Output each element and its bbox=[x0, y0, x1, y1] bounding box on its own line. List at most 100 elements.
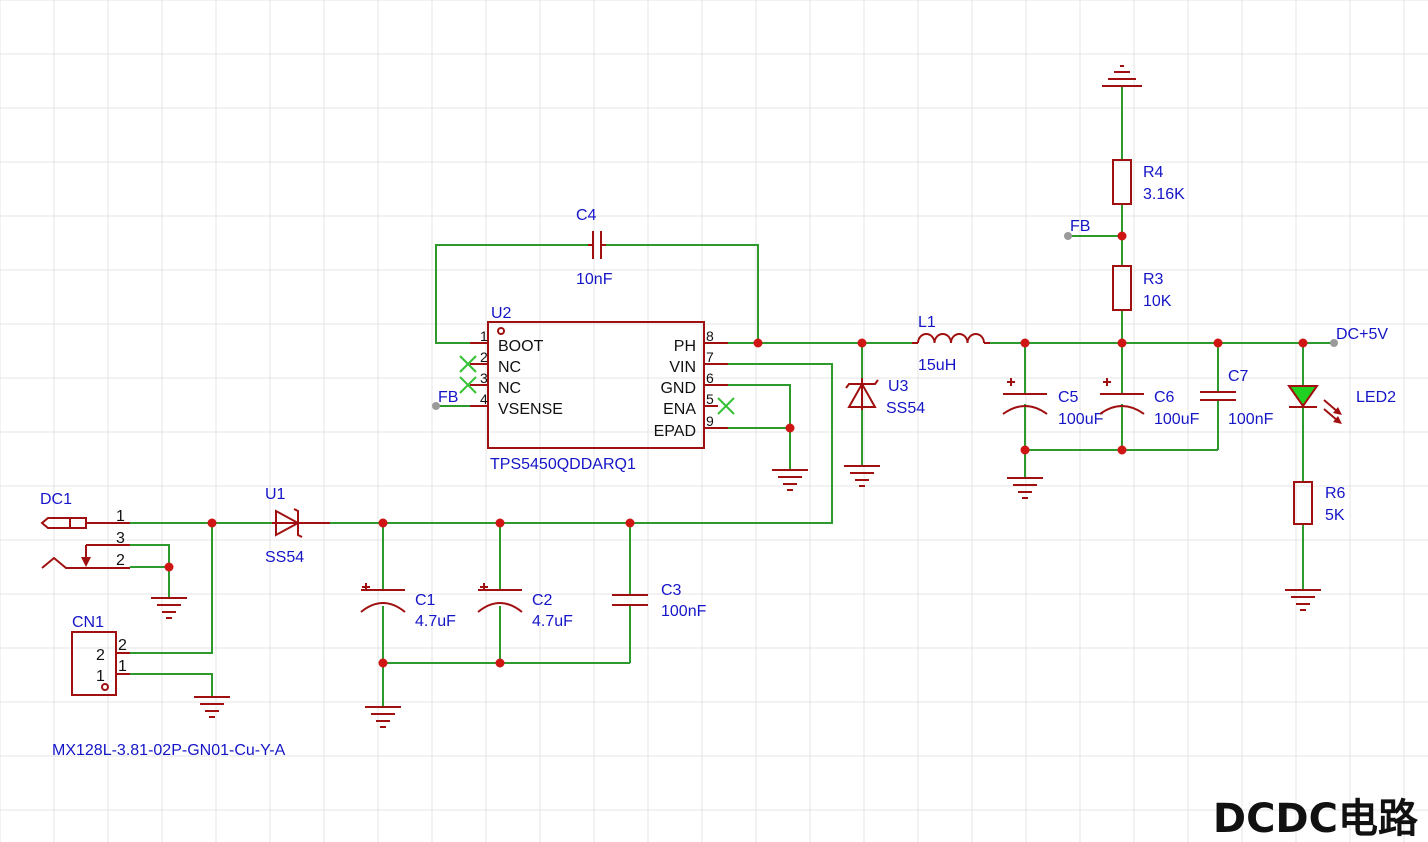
resistor-r4[interactable]: R4 3.16K bbox=[1112, 159, 1185, 205]
cn1-pin-1-number: 1 bbox=[118, 658, 127, 675]
net-port-icon bbox=[432, 402, 440, 410]
dc1-designator: DC1 bbox=[40, 491, 72, 508]
wires bbox=[130, 86, 1334, 707]
u2-pin-1-number: 1 bbox=[480, 328, 488, 344]
led-led2[interactable]: LED2 bbox=[1287, 385, 1396, 424]
cn1-inner-pin-2: 2 bbox=[96, 647, 105, 664]
c2-value: 4.7uF bbox=[532, 613, 573, 630]
u2-pin-epad-label: EPAD bbox=[654, 423, 696, 440]
capacitor-c2[interactable]: C2 4.7uF bbox=[477, 583, 573, 630]
c3-value: 100nF bbox=[661, 603, 707, 620]
u2-pin-vin-label: VIN bbox=[669, 359, 696, 376]
ground-icon bbox=[365, 706, 401, 728]
capacitor-c3[interactable]: C3 100nF bbox=[612, 582, 707, 620]
c4-designator: C4 bbox=[576, 207, 597, 224]
wire-junctions bbox=[164, 231, 1308, 668]
dc1-pin-1-number: 1 bbox=[116, 508, 125, 525]
cn1-pin-2-number: 2 bbox=[118, 637, 127, 654]
u2-pin-nc-label: NC bbox=[498, 380, 521, 397]
c7-designator: C7 bbox=[1228, 368, 1249, 385]
c5-value: 100uF bbox=[1058, 411, 1104, 428]
u2-pin-4-number: 4 bbox=[480, 391, 488, 407]
dc1-pin-3-number: 3 bbox=[116, 530, 125, 547]
net-label-text: FB bbox=[438, 389, 458, 406]
u3-value: SS54 bbox=[886, 400, 925, 417]
ground-icon bbox=[151, 597, 187, 619]
u2-pin-nc-label: NC bbox=[498, 359, 521, 376]
net-label-text: FB bbox=[1070, 218, 1090, 235]
no-connect-icon-pin5 bbox=[717, 397, 735, 415]
u2-pin-ena-label: ENA bbox=[663, 401, 696, 418]
u2-pins bbox=[470, 342, 728, 429]
capacitor-c7[interactable]: C7 100nF bbox=[1200, 368, 1274, 428]
u2-designator: U2 bbox=[491, 305, 512, 322]
r6-designator: R6 bbox=[1325, 485, 1346, 502]
light-emission-arrows-icon bbox=[1323, 399, 1342, 424]
connector-cn1[interactable]: CN1 MX128L-3.81-02P-GN01-Cu-Y-A 2 1 2 1 bbox=[52, 614, 286, 759]
ground-icon bbox=[844, 465, 880, 487]
c1-designator: C1 bbox=[415, 592, 436, 609]
cn1-designator: CN1 bbox=[72, 614, 104, 631]
ground-icon bbox=[772, 469, 808, 491]
led2-designator: LED2 bbox=[1356, 389, 1396, 406]
net-port-icon bbox=[1064, 232, 1072, 240]
u2-pin-8-number: 8 bbox=[706, 328, 714, 344]
u2-pin1-marker bbox=[497, 327, 505, 335]
capacitor-c4[interactable]: C4 10nF bbox=[576, 207, 613, 288]
u2-pin-gnd-label: GND bbox=[660, 380, 696, 397]
net-label-dc5v[interactable]: DC+5V bbox=[1330, 326, 1388, 347]
l1-designator: L1 bbox=[918, 314, 936, 331]
u1-value: SS54 bbox=[265, 549, 304, 566]
c6-designator: C6 bbox=[1154, 389, 1175, 406]
net-label-fb-left[interactable]: FB bbox=[432, 389, 458, 410]
sheet-title: DCDC电路 bbox=[1213, 796, 1419, 842]
diode-u3[interactable]: U3 SS54 bbox=[845, 378, 925, 417]
resistor-r6[interactable]: R6 5K bbox=[1293, 481, 1346, 525]
resistor-r3[interactable]: R3 10K bbox=[1112, 265, 1172, 311]
u2-pin-7-number: 7 bbox=[706, 349, 714, 365]
connector-dc1[interactable]: DC1 1 3 2 bbox=[40, 491, 130, 569]
net-label-fb-right[interactable]: FB bbox=[1064, 218, 1090, 240]
capacitor-c5[interactable]: C5 100uF bbox=[1002, 378, 1104, 428]
u2-pin-vsense-label: VSENSE bbox=[498, 401, 563, 418]
diode-u1[interactable]: U1 SS54 bbox=[265, 486, 330, 566]
dc1-pin-2-number: 2 bbox=[116, 552, 125, 569]
u2-part-number: TPS5450QDDARQ1 bbox=[490, 456, 636, 473]
ground-icon bbox=[1007, 477, 1043, 499]
u2-pin-3-number: 3 bbox=[480, 370, 488, 386]
c2-designator: C2 bbox=[532, 592, 553, 609]
no-connect-icon-pin3 bbox=[459, 376, 477, 394]
r3-designator: R3 bbox=[1143, 271, 1164, 288]
c6-value: 100uF bbox=[1154, 411, 1200, 428]
c7-value: 100nF bbox=[1228, 411, 1274, 428]
cn1-part-number: MX128L-3.81-02P-GN01-Cu-Y-A bbox=[52, 742, 286, 759]
u2-pin-boot-label: BOOT bbox=[498, 338, 544, 355]
u2-pin-6-number: 6 bbox=[706, 370, 714, 386]
l1-value: 15uH bbox=[918, 357, 956, 374]
capacitor-c1[interactable]: C1 4.7uF bbox=[360, 583, 456, 630]
c5-designator: C5 bbox=[1058, 389, 1079, 406]
inductor-l1[interactable]: L1 15uH bbox=[912, 314, 990, 374]
r3-value: 10K bbox=[1143, 293, 1172, 310]
u3-designator: U3 bbox=[888, 378, 909, 395]
u2-pin-9-number: 9 bbox=[706, 413, 714, 429]
net-port-icon bbox=[1330, 339, 1338, 347]
u1-designator: U1 bbox=[265, 486, 286, 503]
ground-icon bbox=[194, 696, 230, 718]
ground-icon bbox=[1285, 589, 1321, 611]
net-label-text: DC+5V bbox=[1336, 326, 1388, 343]
u2-pin-5-number: 5 bbox=[706, 391, 714, 407]
r4-value: 3.16K bbox=[1143, 186, 1185, 203]
c3-designator: C3 bbox=[661, 582, 682, 599]
ic-u2-tps5450[interactable]: U2 TPS5450QDDARQ1 1 2 3 4 BOOT NC NC VSE… bbox=[470, 305, 728, 473]
r6-value: 5K bbox=[1325, 507, 1345, 524]
capacitor-c6[interactable]: C6 100uF bbox=[1099, 378, 1200, 428]
r4-designator: R4 bbox=[1143, 164, 1164, 181]
jack-switch-arrow-icon bbox=[81, 557, 91, 567]
ground-icon bbox=[1102, 65, 1142, 87]
u2-pin-ph-label: PH bbox=[674, 338, 696, 355]
cn1-inner-pin-1: 1 bbox=[96, 668, 105, 685]
no-connect-icon-pin2 bbox=[459, 355, 477, 373]
